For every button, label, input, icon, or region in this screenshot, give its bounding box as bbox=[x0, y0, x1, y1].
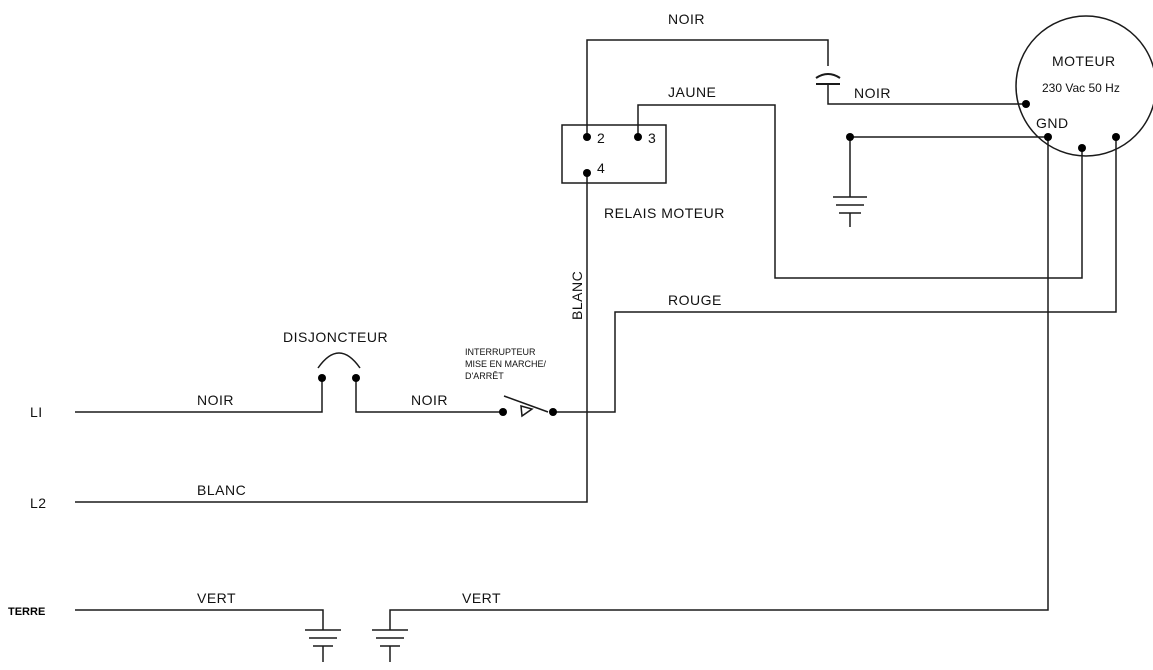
label-interrupteur-1: INTERRUPTEUR bbox=[465, 347, 536, 357]
label-moteur: MOTEUR bbox=[1052, 53, 1116, 69]
ground-symbol-motor bbox=[833, 196, 867, 227]
motor-terminal-gnd bbox=[1044, 133, 1052, 141]
wire-capacitor-motor-noir bbox=[827, 84, 1026, 105]
wire-rouge bbox=[553, 137, 1117, 413]
relay-pin-4-dot bbox=[583, 169, 591, 177]
wire-l2-blanc bbox=[75, 173, 588, 503]
motor-circle bbox=[1015, 15, 1153, 157]
label-relay-pin-2: 2 bbox=[597, 130, 605, 146]
label-l1: LI bbox=[30, 404, 43, 420]
relay-pin-3-dot bbox=[634, 133, 642, 141]
wire-jaune bbox=[637, 104, 1083, 279]
wire-l1-noir bbox=[75, 378, 323, 413]
label-vert-right: VERT bbox=[462, 590, 501, 606]
label-noir-motor: NOIR bbox=[854, 85, 891, 101]
switch-terminal-right bbox=[549, 408, 557, 416]
label-relais-moteur: RELAIS MOTEUR bbox=[604, 205, 725, 221]
breaker-terminal-left bbox=[318, 374, 326, 382]
label-interrupteur-2: MISE EN MARCHE/ bbox=[465, 359, 547, 369]
wire-terre-vert-left bbox=[75, 609, 324, 630]
label-blanc-vertical: BLANC bbox=[569, 271, 585, 320]
relay-box bbox=[561, 124, 667, 184]
switch-terminal-left bbox=[499, 408, 507, 416]
capacitor-top-plate bbox=[815, 73, 841, 79]
breaker-arc bbox=[317, 352, 361, 369]
ground-symbol-left bbox=[305, 629, 341, 662]
switch-triangle-icon bbox=[520, 404, 534, 418]
label-blanc-l2: BLANC bbox=[197, 482, 246, 498]
label-l2: L2 bbox=[30, 495, 47, 511]
motor-terminal-rouge bbox=[1112, 133, 1120, 141]
label-interrupteur-3: D'ARRÊT bbox=[465, 371, 504, 381]
ground-symbol-right bbox=[372, 629, 408, 662]
wire-vert-right bbox=[389, 137, 1049, 630]
label-disjoncteur: DISJONCTEUR bbox=[283, 329, 388, 345]
label-relay-pin-4: 4 bbox=[597, 160, 605, 176]
label-vert-left: VERT bbox=[197, 590, 236, 606]
label-jaune: JAUNE bbox=[668, 84, 716, 100]
label-rouge: ROUGE bbox=[668, 292, 722, 308]
breaker-terminal-right bbox=[352, 374, 360, 382]
label-noir-l1: NOIR bbox=[197, 392, 234, 408]
label-noir-top: NOIR bbox=[668, 11, 705, 27]
motor-terminal-jaune bbox=[1078, 144, 1086, 152]
label-noir-switch: NOIR bbox=[411, 392, 448, 408]
label-moteur-spec: 230 Vac 50 Hz bbox=[1042, 81, 1120, 95]
label-gnd: GND bbox=[1036, 115, 1069, 131]
relay-pin-2-dot bbox=[583, 133, 591, 141]
switch-blade bbox=[503, 395, 549, 413]
label-relay-pin-3: 3 bbox=[648, 130, 656, 146]
ground-junction-dot bbox=[846, 133, 854, 141]
motor-terminal-noir bbox=[1022, 100, 1030, 108]
wire-breaker-switch-noir bbox=[355, 378, 503, 413]
label-terre: TERRE bbox=[8, 606, 45, 618]
wire-top-noir bbox=[586, 39, 829, 137]
